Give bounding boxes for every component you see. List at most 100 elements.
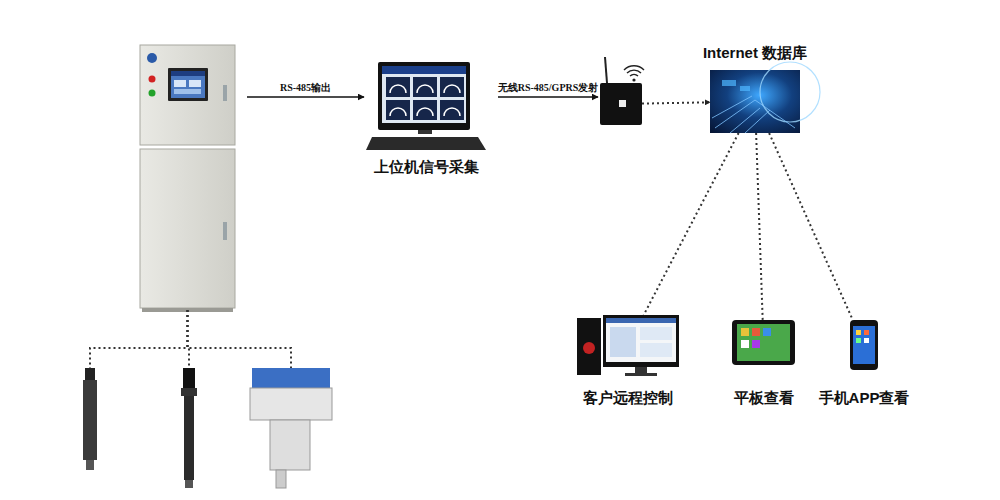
phone-art bbox=[856, 338, 861, 343]
wireless-transmitter bbox=[600, 83, 642, 125]
host-computer-art bbox=[382, 66, 466, 123]
edge-label: 无线RS-485/GPRS发射 bbox=[496, 82, 601, 94]
analyzer-cabinet-art bbox=[171, 71, 205, 76]
client-computer: 客户远程控制 bbox=[575, 315, 680, 377]
internet-database-art bbox=[760, 62, 820, 122]
host-computer-art bbox=[378, 62, 470, 130]
client-computer-art bbox=[606, 318, 676, 362]
analyzer-unit bbox=[250, 368, 332, 488]
dotted-connector bbox=[188, 310, 292, 368]
analyzer-cabinet-art bbox=[140, 45, 235, 145]
sensor-probe-art bbox=[184, 396, 194, 480]
analyzer-cabinet-art bbox=[189, 80, 201, 87]
tablet-art bbox=[741, 328, 749, 336]
sensor-probe-art bbox=[185, 480, 193, 488]
sensor-probe-art bbox=[183, 368, 195, 388]
wireless-transmitter-art bbox=[605, 57, 607, 83]
sensor-probe-art bbox=[83, 368, 97, 470]
host-computer-art bbox=[382, 66, 466, 74]
host-computer-art bbox=[440, 77, 464, 97]
internet-database-art bbox=[712, 96, 795, 133]
analyzer-cabinet-art bbox=[140, 149, 235, 308]
client-computer-art bbox=[640, 327, 672, 340]
internet-database: Internet 数据库 bbox=[710, 70, 800, 133]
host-computer-art bbox=[418, 130, 432, 134]
node-caption: 上位机信号采集 bbox=[374, 158, 479, 176]
host-computer-art bbox=[386, 77, 410, 97]
host-computer-art bbox=[440, 100, 464, 120]
analyzer-cabinet-art bbox=[223, 85, 227, 101]
tablet-art bbox=[752, 340, 760, 348]
analyzer-cabinet-art bbox=[149, 90, 156, 97]
client-computer-art bbox=[625, 373, 657, 376]
node-caption: 手机APP查看 bbox=[819, 389, 910, 407]
sensor-probe bbox=[180, 368, 198, 488]
node-caption: 平板查看 bbox=[734, 389, 794, 407]
node-caption: 客户远程控制 bbox=[583, 389, 673, 407]
tablet-art bbox=[741, 340, 749, 348]
dotted-connector bbox=[756, 133, 763, 320]
sensor-probe-art bbox=[83, 380, 97, 460]
sensor-probe-art bbox=[181, 368, 197, 488]
analyzer-cabinet-art bbox=[174, 89, 201, 94]
analyzer-unit-art bbox=[276, 470, 286, 488]
node-caption: Internet 数据库 bbox=[703, 44, 807, 62]
dotted-connector bbox=[769, 133, 853, 320]
analyzer-cabinet-art bbox=[223, 222, 227, 240]
analyzer-cabinet-art bbox=[171, 71, 205, 98]
phone: 手机APP查看 bbox=[850, 320, 878, 370]
client-computer-art bbox=[640, 343, 672, 357]
tablet-art bbox=[732, 320, 795, 365]
dotted-connector bbox=[642, 102, 710, 103]
wireless-transmitter-art bbox=[600, 57, 644, 125]
analyzer-unit-art bbox=[250, 368, 332, 488]
dotted-connector bbox=[644, 133, 739, 315]
tablet-art bbox=[732, 320, 795, 365]
host-computer-art bbox=[366, 62, 486, 150]
tablet-art bbox=[752, 328, 760, 336]
analyzer-cabinet-art bbox=[149, 76, 156, 83]
analyzer-unit-art bbox=[252, 368, 330, 390]
host-computer: 上位机信号采集 bbox=[366, 62, 486, 150]
phone-art bbox=[856, 330, 861, 335]
analyzer-unit-art bbox=[250, 388, 332, 420]
client-computer-art bbox=[606, 318, 676, 323]
internet-database-art bbox=[710, 62, 820, 133]
edge-label: RS-485输出 bbox=[278, 82, 333, 94]
host-computer-art bbox=[366, 137, 486, 150]
phone-art bbox=[864, 330, 869, 335]
client-computer-art bbox=[583, 342, 595, 354]
client-computer-art bbox=[577, 318, 601, 375]
host-computer-art bbox=[413, 77, 437, 97]
analyzer-cabinet bbox=[140, 45, 235, 310]
sensor-probe bbox=[82, 368, 98, 470]
analyzer-cabinet-art bbox=[147, 53, 157, 63]
wireless-transmitter-art bbox=[624, 66, 644, 76]
phone-art bbox=[850, 320, 878, 370]
client-computer-art bbox=[577, 315, 679, 376]
analyzer-cabinet-art bbox=[174, 80, 186, 87]
client-computer-art bbox=[635, 367, 647, 373]
tablet-art bbox=[763, 328, 771, 336]
internet-database-art bbox=[710, 70, 800, 133]
arrow-connector bbox=[247, 96, 364, 97]
dotted-connector bbox=[90, 310, 188, 368]
tablet-art bbox=[737, 324, 790, 361]
internet-database-art bbox=[722, 80, 736, 86]
phone-art bbox=[853, 326, 875, 364]
internet-database-art bbox=[740, 86, 750, 91]
analyzer-cabinet-art bbox=[140, 45, 235, 312]
host-computer-art bbox=[386, 100, 410, 120]
analyzer-unit-art bbox=[270, 420, 310, 470]
sensor-probe-art bbox=[181, 388, 197, 396]
wireless-transmitter-art bbox=[619, 100, 626, 107]
client-computer-art bbox=[603, 315, 679, 367]
host-computer-art bbox=[390, 85, 460, 116]
tablet: 平板查看 bbox=[732, 320, 795, 365]
client-computer-art bbox=[610, 327, 636, 357]
dotted-connector bbox=[188, 310, 190, 368]
wireless-transmitter-art bbox=[600, 83, 642, 125]
